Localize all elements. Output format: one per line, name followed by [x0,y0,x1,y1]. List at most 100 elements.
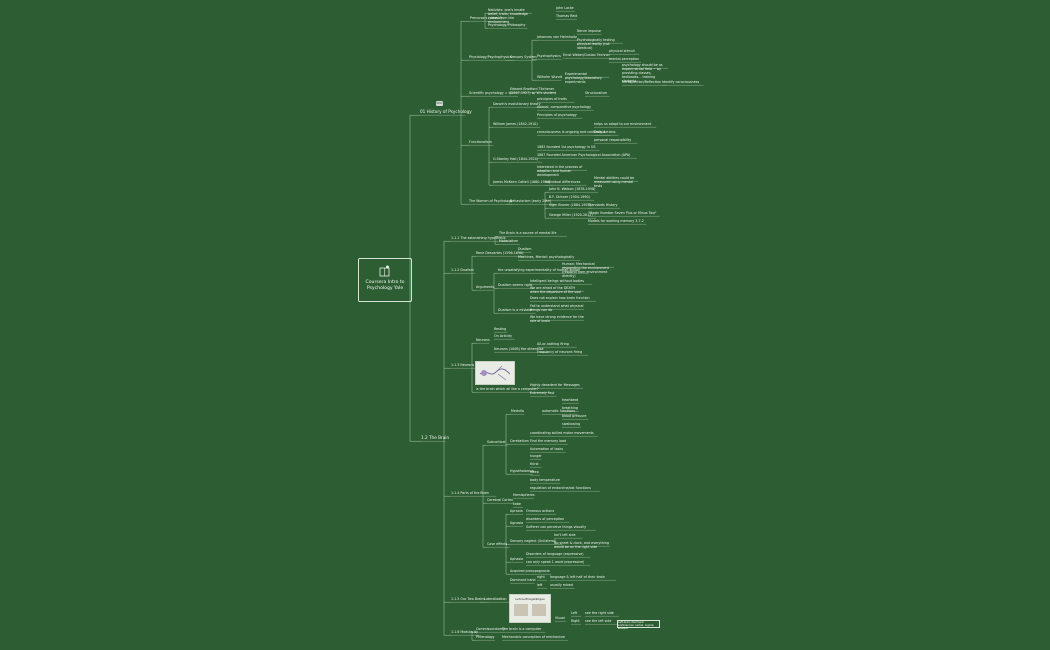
node-brain-s3[interactable]: 1.1.3 Neurons [451,363,475,367]
node-brain-s4a3a[interactable]: hunger [530,454,542,458]
node-brain-s5a1b1[interactable]: usually mixed [550,583,573,587]
node-history-wundt-a3[interactable]: Identify consciousness [662,80,700,84]
node-brain-s4a1[interactable]: Medulla [511,409,524,413]
node-brain-s4a2[interactable]: Cerebellum [510,439,529,443]
node-history-darwin-a[interactable]: principles of traits [537,97,567,101]
node-brain-s3b2[interactable]: Extremely Fast [530,391,555,395]
node-brain-s2a[interactable]: Rene Descartes (1596-1650) [476,251,524,255]
root-node[interactable]: Coursera Intro to Psychology Yale [358,258,412,302]
node-brain-s4a1a2[interactable]: breathing [562,406,578,410]
node-branches-history[interactable]: 01 History of Psychology [420,109,472,114]
node-history-cattell-a1[interactable]: Mental abilities could be measured using… [594,176,635,188]
node-brain-s2d1[interactable]: Does not explain how brain function [530,296,590,300]
node-history-structuralism[interactable]: Structuralism [585,91,608,95]
node-brain-s5d[interactable]: Phrenology [476,635,495,639]
node-brain-s5a1a1[interactable]: language & left half of their brain [550,575,606,579]
node-brain-s1b[interactable]: Materialism [499,239,519,243]
node-brain-s4c4b[interactable]: can only speak 1 word (expressive) [526,560,585,564]
node-brain-s2[interactable]: 1.1.2 Dualism [451,268,474,272]
node-history-precursors-a2[interactable]: Thomas Reid [556,14,578,18]
node-history-precursors-a[interactable]: Nativists: one's innate belief, traits, … [488,8,528,24]
node-history-darwin[interactable]: Darwin's evolutionary theory [493,102,541,106]
node-history-james-b1[interactable]: helps us adapt to our environment [594,122,652,126]
node-brain-s5b2a[interactable]: see the left side [585,619,612,623]
node-brain-s5d1[interactable]: Mechanistic conception of mechanism [502,635,566,639]
node-brain-s4a2a[interactable]: coordinating skilled motor movements [530,431,594,435]
node-brain-s4a2b[interactable]: Find the memory load [530,439,567,443]
node-brain-s3a3[interactable]: Neurons (100B) fire otherwise [494,347,544,351]
node-brain-s4b1[interactable]: Hemispheres [513,493,535,497]
node-history-psychophysics-a2[interactable]: mental perception [609,57,640,61]
node-brain-s2b1[interactable]: the unsatisfying experimentality of huma… [498,268,580,272]
node-brain-s4c1a[interactable]: Ornerous actions [526,509,555,513]
node-brain-s2d3[interactable]: We have strong evidence for the role of … [530,315,584,323]
node-history-cattell-a[interactable]: Individual differences [545,180,581,184]
node-history-sensory-nerves2[interactable]: Psychologically testing physical reality… [577,38,615,50]
node-brain-s4c1[interactable]: Apraxia [510,509,523,513]
node-history-wundt-a1[interactable]: psychology should be as experimental fie… [622,63,663,83]
node-brain-s2b1a[interactable]: Human: Mechanical responding the environ… [562,262,609,278]
node-history-precursors-a1[interactable]: John Locke [556,6,574,10]
node-brain-s3a3b[interactable]: Frequency of neurons firing [537,350,583,354]
node-history-sensory-nerves1[interactable]: Nerve impulse [577,29,601,33]
node-history-james-b2[interactable]: Daily Actions [594,130,616,134]
node-brain-s4c2[interactable]: Agnosia [510,521,524,525]
node-brain-s4[interactable]: 1.1.4 Parts of the Brain [451,491,490,495]
node-brain-s4a1a3[interactable]: blood pressure [562,414,587,418]
node-brain-s5[interactable]: 1.1.5 Our Two Brains [451,597,486,601]
node-brain-s1[interactable]: 1.1.1 The astonishing hypothesis [451,236,506,240]
node-brain-s4a[interactable]: Subcortical [487,440,506,444]
node-brain-s4b2[interactable]: Lobe [513,502,521,506]
node-brain-s3a3a[interactable]: All-or-nothing firing [537,342,569,346]
node-history-psychophysics-a[interactable]: Ernst Weber/Gustav Fechner [563,53,611,57]
node-history-james-b3[interactable]: personal responsibility [594,138,632,142]
node-brain-s4c2b[interactable]: Sufferer can perceive things visually [526,525,587,529]
node-brain-s4a3[interactable]: Hypothalamus [510,469,534,473]
node-brain-s2d[interactable]: Dualism is a mistake [498,308,533,312]
node-brain-s5a1[interactable]: Dominant hand [510,578,536,582]
node-brain-s2b[interactable]: Arguments [476,285,495,289]
node-brain-s5c1[interactable]: The brain is a computer [502,627,542,631]
node-brain-s2c1[interactable]: Intelligent beings without bodies [530,279,584,283]
node-history-wundt-a2[interactable]: Introspection/Reflection [622,80,662,84]
node-history-pioneers-a4a[interactable]: "Magic Number Seven Plus or Minus Two" [588,211,657,215]
node-brain-s4c2a[interactable]: disorders of perception [526,517,565,521]
node-brain-s4a1a4[interactable]: swallowing [562,422,581,426]
node-brain-s4c3a[interactable]: Ion't left side [554,533,576,537]
node-history-pioneers[interactable]: The Women of Psychology [469,199,513,203]
node-brain-s4a2c[interactable]: Automation of tasks [530,447,564,451]
node-brain-s3a1[interactable]: Resting [494,327,507,331]
node-history-darwin-b[interactable]: Animal, comparative psychology [537,105,591,109]
node-history-hall-c[interactable]: Interested in the process of adaption an… [537,165,583,177]
node-brain-s3a2[interactable]: On Activity [494,334,513,338]
node-brain-s1a[interactable]: The Brain is a source of mental life [499,231,557,235]
node-history-wundt-a[interactable]: Experimental psychology/laboratory exper… [565,72,602,84]
node-brain-s5b[interactable]: Visual [555,616,565,620]
node-history-pioneers-a4[interactable]: George Miller (1920-2012) [549,213,593,217]
node-brain-s2c[interactable]: Dualism seems right [498,283,532,287]
node-brain-s5a[interactable]: Lateralization [484,597,507,601]
node-brain-s4c5[interactable]: Acquired prosopagnosia [510,569,550,573]
node-brain-s4a3d[interactable]: body temperature [530,478,560,482]
node-history-wundt[interactable]: Wilhelm Wundt [537,75,563,79]
node-brain-s4c4[interactable]: Aphasia [510,557,524,561]
node-history-psychophysics[interactable]: Psychophysics [537,54,561,58]
node-brain-s4a1a[interactable]: automatic functions [542,409,575,413]
node-history-precursors-b[interactable]: Psychology/Philosophy [488,23,526,27]
node-brain-s5b2[interactable]: Right [571,619,580,623]
node-history-pioneers-a2[interactable]: B.F. Skinner (1904-1990) [549,195,590,199]
node-brain-s5b1[interactable]: Left [571,611,578,615]
node-brain-s4c3[interactable]: Sensory neglect (Unilateral) [510,539,557,543]
node-brain-s5c[interactable]: Commissurotomy [476,627,505,631]
node-history-precursors[interactable]: Precursors (classic) [470,16,502,20]
node-history-pioneers-a4b[interactable]: Models for working memory 3-7-2 [588,219,644,223]
node-branches-brain[interactable]: 1.2 The Brain [421,435,450,440]
node-history-scientific[interactable]: Scientific psychology = t1 [469,91,512,95]
node-history-pioneers-a3[interactable]: Sigm Broner (1884-1957) [549,203,591,207]
node-history-functionalism[interactable]: Functionalism [469,140,492,144]
node-brain-s5b1a[interactable]: see the right side [585,611,614,615]
node-history-hall-b[interactable]: 1887 Founded American Psychological Asso… [537,153,631,157]
node-brain-s4a3e[interactable]: regulation of endocrine/ost functions [530,486,591,490]
node-history-james-b[interactable]: consciousness is ongoing and continuous [537,130,606,134]
node-history-cattell[interactable]: James McKeen Cattell (1860-1944) [493,180,551,184]
